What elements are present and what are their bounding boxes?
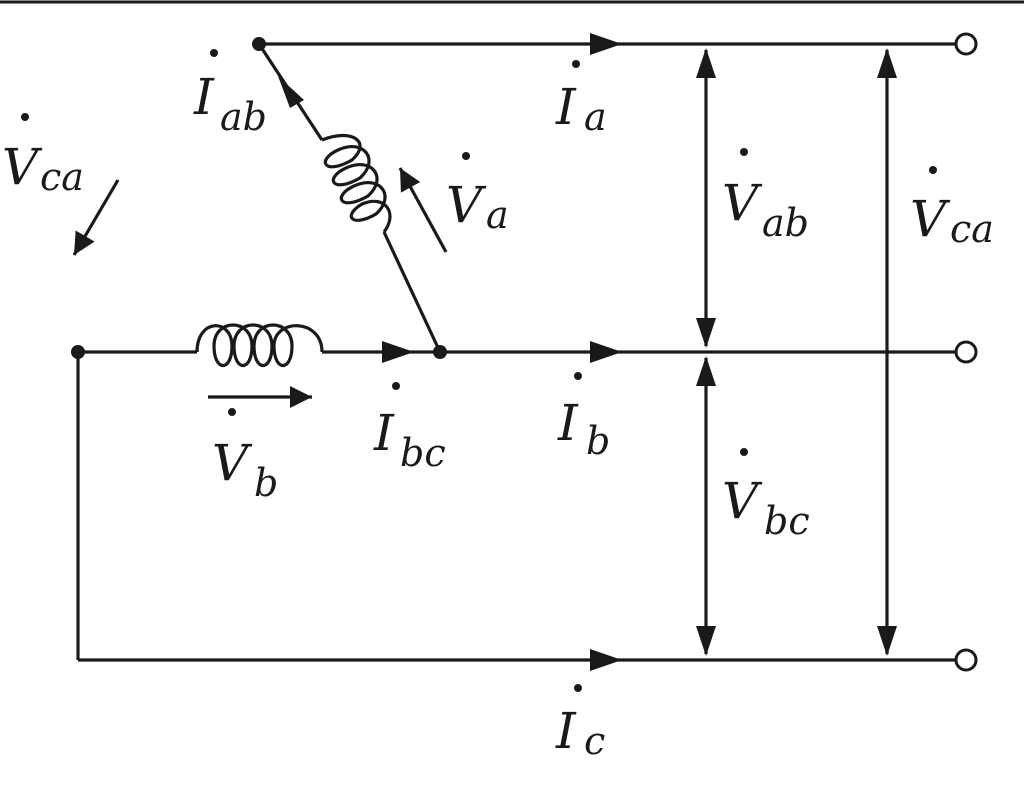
label-i-c: I c — [555, 684, 605, 763]
label-sub: ab — [220, 95, 267, 139]
label-v-b: V b — [212, 408, 278, 505]
phasor-dot — [740, 148, 748, 156]
label-main: I — [555, 702, 577, 760]
label-sub: c — [584, 719, 605, 763]
label-v-bc: V bc — [722, 448, 810, 543]
label-sub: bc — [764, 499, 810, 543]
current-arrow-bc — [382, 341, 414, 363]
phasor-dot — [572, 60, 580, 68]
label-main: V — [212, 434, 253, 492]
node-c-dot — [71, 345, 85, 359]
voltage-arrow-ca-left — [72, 179, 120, 256]
coil-a-lead-bottom — [382, 231, 442, 353]
label-main: V — [2, 138, 43, 196]
label-main: I — [557, 394, 579, 452]
terminal-c — [954, 648, 978, 672]
label-main: V — [910, 190, 951, 248]
label-v-a: V a — [446, 152, 509, 237]
label-i-a: I a — [555, 60, 607, 139]
label-sub: a — [486, 193, 509, 237]
label-sub: b — [254, 461, 278, 505]
label-main: I — [373, 404, 395, 462]
phasor-dot — [21, 113, 29, 121]
phasor-dot — [574, 684, 582, 692]
label-i-b: I b — [557, 372, 610, 463]
label-main: I — [193, 68, 215, 126]
voltage-arrow-ab-head-top — [696, 48, 716, 78]
current-arrow-ab — [278, 76, 304, 108]
phasor-dot — [392, 382, 400, 390]
voltage-arrow-a — [398, 167, 448, 253]
label-i-ab: I ab — [193, 49, 267, 139]
label-sub: ab — [762, 201, 809, 245]
label-sub: ca — [40, 155, 84, 199]
phasor-dot — [228, 408, 236, 416]
coil-b-winding — [195, 323, 324, 367]
label-sub: a — [584, 95, 607, 139]
label-main: V — [722, 472, 763, 530]
phasor-dot — [210, 49, 218, 57]
phasor-dot — [929, 166, 937, 174]
coil-a-winding — [321, 134, 392, 233]
voltage-arrow-ab-head-bottom — [696, 318, 716, 348]
label-v-ca-left: V ca — [2, 113, 84, 199]
voltage-arrow-bc-head-top — [696, 356, 716, 386]
label-main: V — [446, 176, 487, 234]
voltage-arrow-bc-head-bottom — [696, 626, 716, 656]
voltage-arrow-ca-right-head-bottom — [877, 626, 897, 656]
terminal-a — [954, 32, 978, 56]
voltage-arrow-ca-right-head-top — [877, 48, 897, 78]
label-v-ab: V ab — [722, 148, 809, 245]
label-sub: ca — [950, 207, 994, 251]
label-sub: b — [586, 419, 610, 463]
terminal-b — [954, 340, 978, 364]
phasor-dot — [462, 152, 470, 160]
current-arrow-c — [590, 649, 622, 671]
current-arrow-b — [590, 341, 622, 363]
label-i-bc: I bc — [373, 382, 446, 475]
label-main: I — [555, 78, 577, 136]
label-v-ca-right: V ca — [910, 166, 994, 251]
current-arrow-a — [590, 33, 622, 55]
node-a-dot — [252, 37, 266, 51]
phasor-dot — [574, 372, 582, 380]
phasor-dot — [740, 448, 748, 456]
label-main: V — [722, 174, 763, 232]
node-b-dot — [433, 345, 447, 359]
label-sub: bc — [400, 431, 446, 475]
